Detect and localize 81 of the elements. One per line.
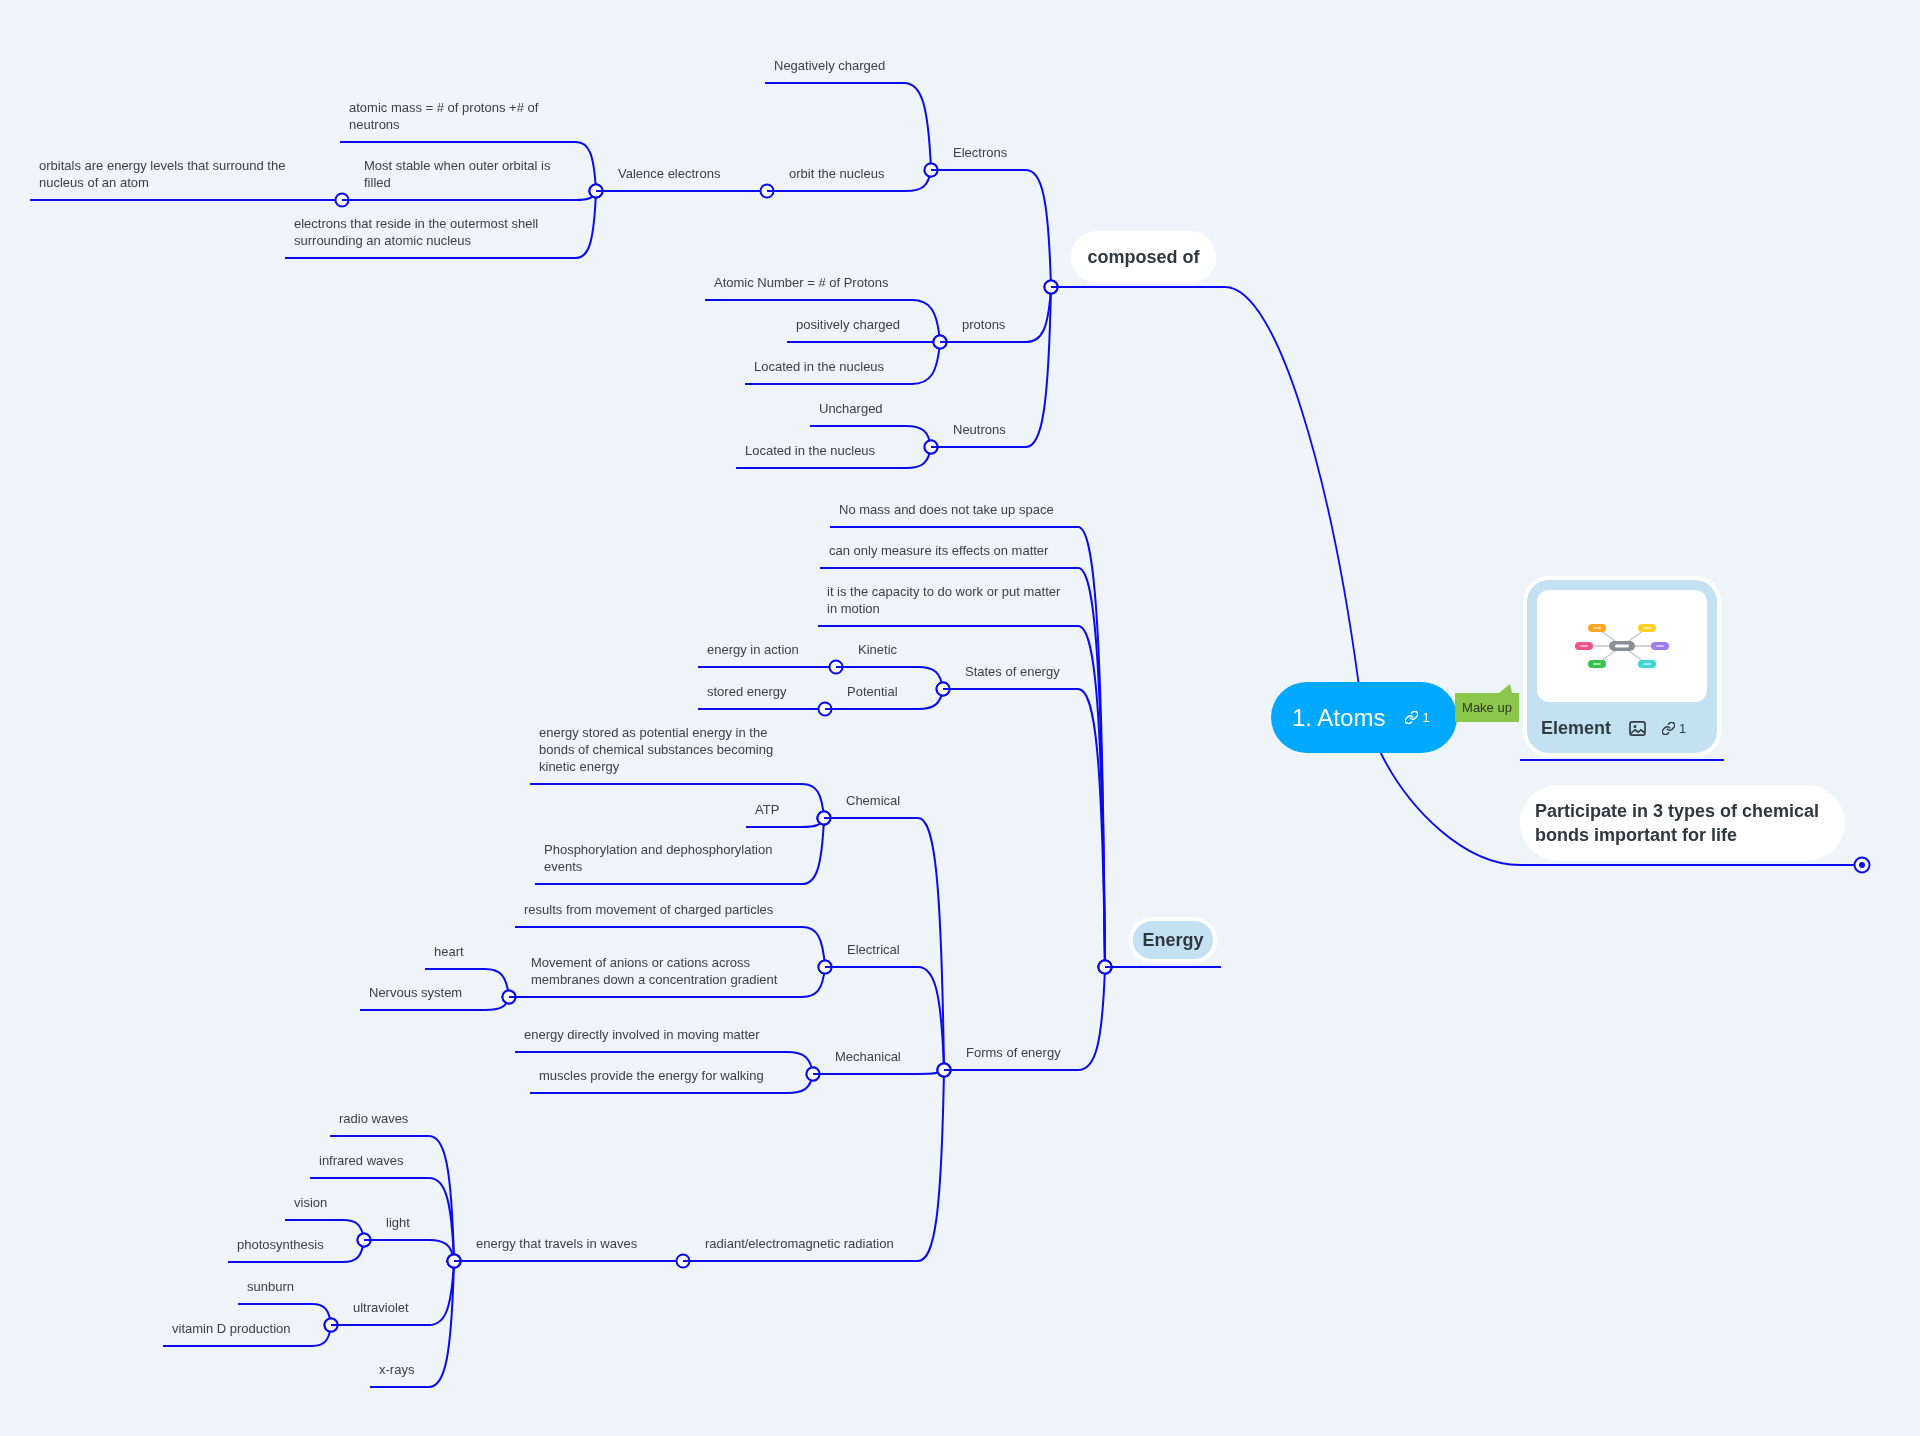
topic-text: vitamin D production xyxy=(171,1320,292,1338)
topic-pill: composed of xyxy=(1071,231,1216,283)
topic-text: heart xyxy=(433,943,465,961)
branch-line xyxy=(1224,286,1360,683)
branch-line xyxy=(905,162,939,192)
branch-line xyxy=(801,959,833,998)
branch-line xyxy=(667,1253,691,1269)
branch-line xyxy=(821,659,844,675)
topic-text: orbit the nucleus xyxy=(788,165,886,183)
callout-tag xyxy=(1455,684,1519,722)
branch-line xyxy=(484,989,517,1011)
topic-text: Phosphorylation and dephosphorylation events xyxy=(543,841,774,876)
branch-topic xyxy=(1051,231,1225,288)
topic-text: Neutrons xyxy=(952,421,1007,439)
topic-text: energy that travels in waves xyxy=(475,1235,639,1253)
branch-line xyxy=(329,192,350,208)
callout-text: Make up xyxy=(1461,699,1513,717)
topic-text: sunburn xyxy=(246,1278,295,1296)
topic-text: positively charged xyxy=(795,316,902,334)
branch-line xyxy=(801,810,832,885)
topic-text: energy directly involved in moving matter xyxy=(523,1026,761,1044)
topic-text: Chemical xyxy=(845,792,902,810)
topic-text: ATP xyxy=(754,801,781,819)
link-count: 1 xyxy=(1422,710,1430,725)
topic-text: stored energy xyxy=(706,683,788,701)
branch-topic xyxy=(1105,917,1221,968)
branch-line xyxy=(428,1253,462,1388)
topic-text: atomic mass = # of protons +# of neutrons xyxy=(348,99,540,134)
topic-text: Kinetic xyxy=(857,641,899,659)
topic-text: Negatively charged xyxy=(773,57,887,75)
topic-text: light xyxy=(385,1214,411,1232)
topic-text: Located in the nucleus xyxy=(753,358,886,376)
topic-text: ultraviolet xyxy=(352,1299,410,1317)
branch-line xyxy=(911,334,948,385)
branch-line xyxy=(311,1317,339,1347)
topic-text: Mechanical xyxy=(834,1048,902,1066)
branch-line xyxy=(1025,279,1059,448)
topic-text: photosynthesis xyxy=(236,1236,325,1254)
topic-title: Element xyxy=(1541,717,1612,739)
topic-text: Movement of anions or cations across membranes down a concentration gradient xyxy=(530,954,779,989)
topic-text: Potential xyxy=(846,683,899,701)
topic-text: Uncharged xyxy=(818,400,884,418)
topic-text: can only measure its effects on matter xyxy=(828,542,1050,560)
branch-line xyxy=(342,1232,372,1263)
topic-text: energy stored as potential energy in the bonds of chemical substances becoming kinetic energy xyxy=(538,724,775,776)
link-count: 1 xyxy=(1679,720,1687,736)
branch-line xyxy=(905,439,939,469)
topic-text: muscles provide the energy for walking xyxy=(538,1067,765,1085)
topic-text: electrons that reside in the outermost shell surrounding an atomic nucleus xyxy=(293,215,540,250)
branch-line xyxy=(751,183,775,199)
topic-text: Atomic Number = # of Protons xyxy=(713,274,890,292)
topic-text: Most stable when outer orbital is filled xyxy=(363,157,552,192)
topic-text: radiant/electromagnetic radiation xyxy=(704,1235,895,1253)
topic-text: results from movement of charged particles xyxy=(523,901,775,919)
topic-text: energy in action xyxy=(706,641,800,659)
root-topic xyxy=(1271,682,1457,753)
topic-text: x-rays xyxy=(378,1361,416,1379)
branch-line xyxy=(1379,752,1521,866)
topic-pill: Energy xyxy=(1129,917,1217,963)
topic-text: Located in the nucleus xyxy=(744,442,877,460)
branch-line xyxy=(575,183,604,259)
branch-line xyxy=(917,681,951,710)
branch-line xyxy=(917,1062,952,1262)
topic-text: protons xyxy=(961,316,1007,334)
topic-title: 1. Atoms xyxy=(1292,703,1386,732)
topic-text: radio waves xyxy=(338,1110,410,1128)
branch-line xyxy=(1077,959,1113,1071)
topic-text: it is the capacity to do work or put matter in motion xyxy=(826,583,1062,618)
topic-text: Valence electrons xyxy=(617,165,722,183)
topic-pill: Participate in 3 types of chemical bonds important for life xyxy=(1520,785,1845,861)
branch-line xyxy=(810,701,833,717)
topic-text: No mass and does not take up space xyxy=(838,501,1055,519)
topic-text: Forms of energy xyxy=(965,1044,1062,1062)
topic-text: vision xyxy=(293,1194,329,1212)
topic-text: infrared waves xyxy=(318,1152,405,1170)
topic-text: Electrons xyxy=(952,144,1009,162)
topic-text: orbitals are energy levels that surround the nucleus of an atom xyxy=(38,157,287,192)
branch-line xyxy=(786,1066,821,1094)
topic-text: Nervous system xyxy=(368,984,464,1002)
topic-text: Electrical xyxy=(846,941,901,959)
topic-text: States of energy xyxy=(964,663,1061,681)
